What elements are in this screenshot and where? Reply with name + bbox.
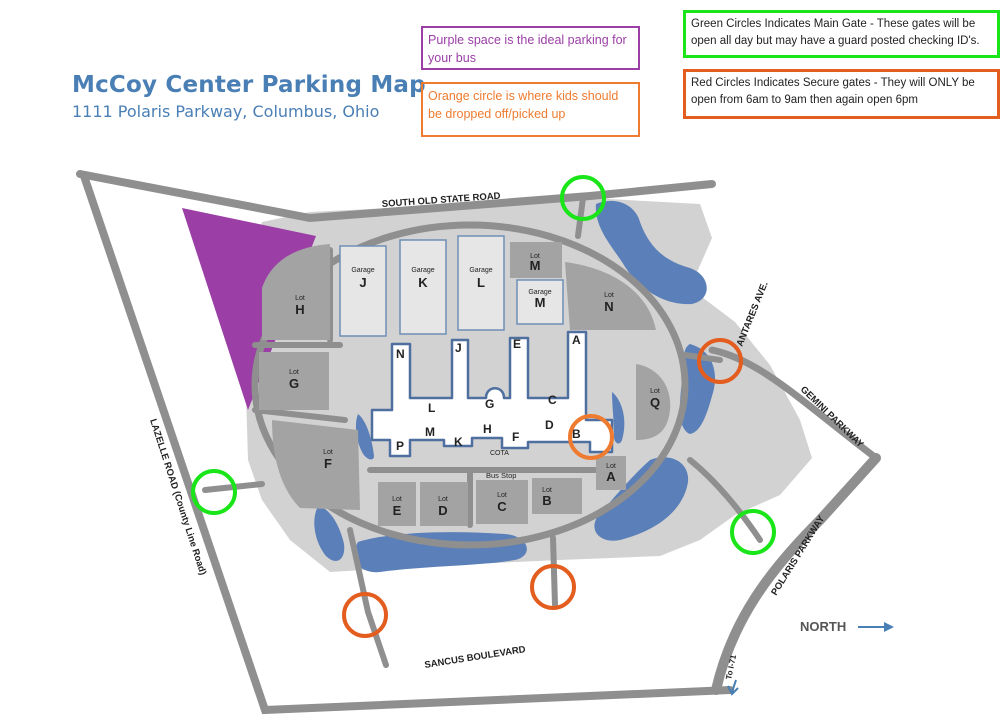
garage-j [339, 245, 387, 337]
road-label-sancus: SANCUS BOULEVARD [424, 644, 527, 671]
north-arrow-icon [858, 622, 894, 632]
red-legend-note: Red Circles Indicates Secure gates - The… [683, 69, 1000, 119]
lot-n [565, 262, 656, 330]
building-label-p: P [396, 439, 404, 453]
lot-a-letter: A [606, 469, 616, 484]
lot-b [532, 478, 582, 514]
green-legend-note: Green Circles Indicates Main Gate - Thes… [683, 10, 1000, 58]
main-gate-north-circle [560, 175, 606, 221]
garage-j-letter: J [359, 275, 366, 290]
ring-road [251, 221, 689, 549]
lot-e-word: Lot [392, 496, 402, 503]
lot-q [636, 364, 671, 440]
lot-g-word: Lot [289, 369, 299, 376]
gate-markers [191, 175, 776, 638]
lot-f-letter: F [324, 456, 332, 471]
lot-d-word: Lot [438, 496, 448, 503]
main-gate-west-circle [191, 469, 237, 515]
lot-h-word: Lot [295, 295, 305, 302]
perimeter-roads [76, 170, 881, 715]
garages [339, 235, 564, 337]
building-label-d: D [545, 418, 554, 432]
building-label-f: F [512, 430, 519, 444]
building-label-n: N [396, 347, 405, 361]
road-label-antares: ANTARES AVE. [735, 280, 771, 348]
dropoff-circle [568, 414, 614, 460]
lot-c-letter: C [497, 499, 507, 514]
lot-h-letter: H [295, 302, 304, 317]
garage-k [399, 239, 447, 335]
cota-label: COTA [490, 450, 509, 457]
lot-m-letter: M [530, 258, 541, 273]
building-label-l: L [428, 401, 435, 415]
lot-f-word: Lot [323, 449, 333, 456]
north-label: NORTH [800, 619, 846, 634]
main-gate-east-circle [730, 509, 776, 555]
garage-m-word: Garage [528, 289, 551, 296]
lot-n-word: Lot [604, 292, 614, 299]
orange-legend-note: Orange circle is where kids should be dr… [421, 82, 640, 137]
garage-m [516, 279, 564, 325]
lot-n-letter: N [604, 299, 613, 314]
lot-h [262, 244, 330, 340]
secure-gate-sancus-west-circle [342, 592, 388, 638]
lot-labels: Lot H Lot G Lot F Lot E Lot D Lot C Lot … [289, 253, 660, 518]
secure-gate-antares-circle [697, 338, 743, 384]
bus-stop-label: Bus Stop [486, 471, 516, 480]
building-label-k: K [454, 435, 463, 449]
building-label-c: C [548, 393, 557, 407]
lot-b-letter: B [542, 493, 551, 508]
building-label-e: E [513, 337, 521, 351]
building-label-a: A [572, 333, 581, 347]
building-label-b: B [572, 427, 581, 441]
road-label-polaris: POLARIS PARKWAY [769, 513, 827, 597]
lot-e-letter: E [393, 503, 402, 518]
building-label-h: H [483, 422, 492, 436]
garage-l-letter: L [477, 275, 485, 290]
lot-g-letter: G [289, 376, 299, 391]
address: 1111 Polaris Parkway, Columbus, Ohio [72, 102, 380, 121]
secure-gate-sancus-east-circle [530, 564, 576, 610]
building-label-g: G [485, 397, 494, 411]
lot-a [596, 456, 626, 490]
parking-lots [259, 242, 671, 526]
lot-e [378, 482, 416, 526]
garage-l-word: Garage [469, 267, 492, 274]
lot-f [272, 420, 360, 510]
garage-k-word: Garage [411, 267, 434, 274]
lot-m [510, 242, 562, 278]
garage-j-word: Garage [351, 267, 374, 274]
lot-a-word: Lot [606, 463, 616, 470]
garage-m-letter: M [535, 295, 546, 310]
road-label-gemini: GEMINI PARKWAY [798, 384, 866, 450]
lot-d-letter: D [438, 503, 447, 518]
garage-k-letter: K [418, 275, 428, 290]
lot-b-word: Lot [542, 487, 552, 494]
bus-parking-area [182, 208, 316, 410]
page-title: McCoy Center Parking Map [72, 72, 426, 98]
main-building [370, 330, 614, 458]
lot-q-word: Lot [650, 388, 660, 395]
lot-g [259, 352, 329, 410]
lot-c-word: Lot [497, 492, 507, 499]
lot-c [476, 480, 528, 524]
i71-arrow-icon [727, 679, 739, 696]
garage-l [457, 235, 505, 331]
lot-d [420, 482, 468, 526]
lot-m-word: Lot [530, 253, 540, 260]
building-label-m: M [425, 425, 435, 439]
lot-q-letter: Q [650, 395, 660, 410]
building-labels: N J E A L G C M K H F D B P [396, 333, 581, 453]
purple-legend-note: Purple space is the ideal parking for yo… [421, 26, 640, 70]
building-label-j: J [455, 341, 462, 355]
